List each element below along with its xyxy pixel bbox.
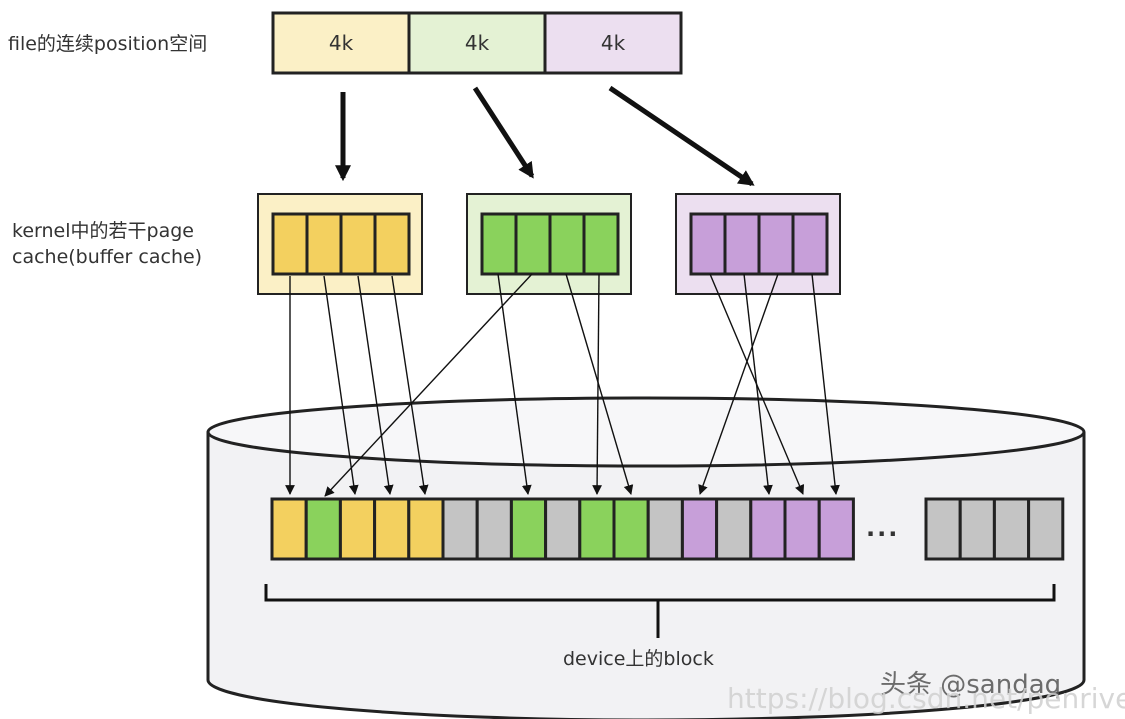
device-block (992, 497, 1031, 561)
page-cache-cell (689, 212, 727, 276)
page-cache-cell (339, 212, 377, 276)
mapping-arrow (357, 275, 394, 495)
page-cache-cell (582, 212, 620, 276)
device-block (646, 497, 684, 561)
page-cache-cell (271, 212, 309, 276)
page-cache-cell (757, 212, 795, 276)
device-block (612, 497, 650, 561)
device-block-row (270, 497, 1065, 561)
device-block (441, 497, 479, 561)
page-cache-cell (305, 212, 343, 276)
mapping-arrow (391, 275, 429, 495)
file-segment-label: 4k (465, 31, 490, 55)
file-segment (543, 11, 683, 75)
disk-top (206, 396, 1086, 468)
page-cache-cell (548, 212, 586, 276)
mapping-arrow (698, 273, 779, 495)
watermark-site: 头条 @sandaq (880, 670, 1062, 700)
device-block (544, 497, 582, 561)
device-block (338, 497, 377, 561)
file-segment (271, 11, 411, 75)
mapping-arrow (324, 273, 533, 497)
file-segment-label: 4k (329, 31, 354, 55)
device-block (304, 497, 342, 561)
device-block (715, 497, 753, 561)
file-segment-label: 4k (601, 31, 626, 55)
file-position-bar: 4k 4k 4k (271, 11, 683, 75)
device-block (958, 497, 996, 561)
page-cache-cell (514, 212, 552, 276)
block-ellipsis: ... (866, 514, 900, 542)
page-cache-cell (723, 212, 761, 276)
mapping-arrow (811, 273, 840, 495)
page-cache-groups (257, 193, 841, 295)
device-block (270, 497, 308, 561)
device-block (680, 497, 719, 561)
device-block-label: device上的block (563, 648, 714, 670)
file-to-cache-arrows (334, 85, 755, 187)
watermark-url: https://blog.csdn.net/penrive (727, 682, 1125, 715)
page-cache-cell (791, 212, 829, 276)
file-space-label: file的连续position空间 (8, 33, 208, 55)
device-block (924, 497, 962, 561)
device-block (1027, 497, 1065, 561)
block-brace (264, 584, 1056, 638)
file-to-cache-arrow (608, 85, 755, 187)
device-block (783, 497, 821, 561)
cache-to-block-arrows (285, 273, 840, 497)
device-block (817, 497, 855, 561)
device-block (509, 497, 548, 561)
page-cache-label-line1: kernel中的若干page (12, 220, 194, 242)
mapping-arrow (709, 273, 805, 495)
mapping-arrow (497, 273, 532, 495)
file-to-cache-arrow (472, 86, 535, 179)
device-block (373, 497, 411, 561)
device-block (578, 497, 616, 561)
device-block (749, 497, 787, 561)
page-cache-label-line2: cache(buffer cache) (12, 246, 203, 268)
file-segment (407, 11, 547, 75)
mapping-arrow (323, 275, 359, 495)
device-block (407, 497, 445, 561)
mapping-arrow (565, 273, 634, 495)
device-block (475, 497, 513, 561)
page-cache-cell (373, 212, 411, 276)
page-cache-cell (480, 212, 518, 276)
